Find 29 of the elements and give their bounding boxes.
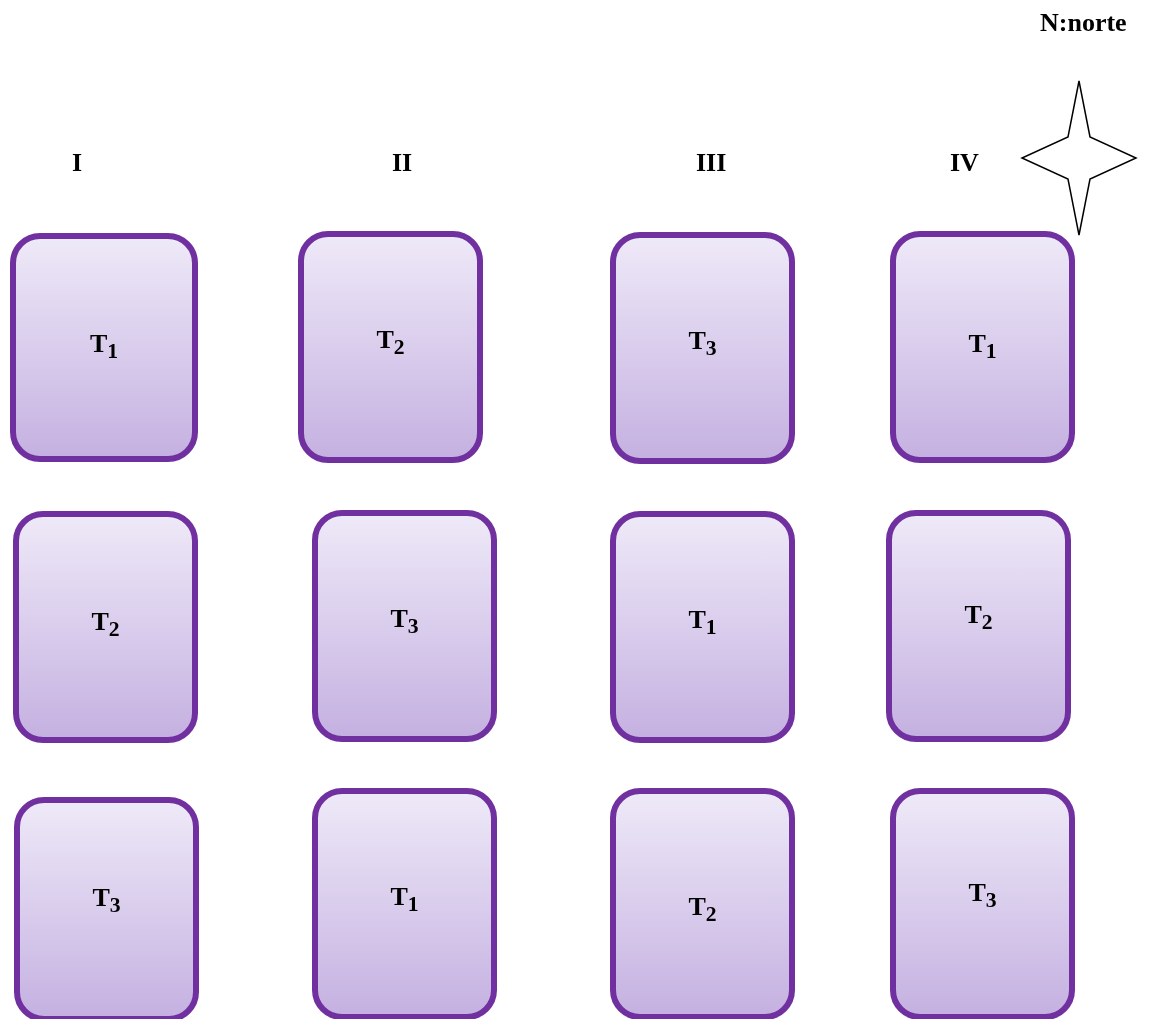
plot-box bbox=[890, 231, 1075, 463]
treatment-label: T$_{3}$ bbox=[687, 326, 718, 362]
plot-box bbox=[890, 788, 1075, 1019]
treatment-label: T$_{1}$ bbox=[967, 329, 998, 365]
treatment-label: T$_{3}$ bbox=[91, 883, 122, 919]
treatment-label: T$_{1}$ bbox=[687, 605, 718, 641]
treatment-label: T$_{2}$ bbox=[375, 325, 406, 361]
plot-box bbox=[610, 788, 795, 1019]
plot-box bbox=[13, 511, 198, 743]
treatment-label: T$_{1}$ bbox=[389, 882, 420, 918]
plot-box bbox=[10, 233, 198, 462]
plot-box bbox=[312, 510, 497, 742]
treatment-label: T$_{2}$ bbox=[687, 892, 718, 928]
treatment-label: T$_{3}$ bbox=[967, 878, 998, 914]
plot-box bbox=[312, 788, 497, 1019]
plot-box bbox=[14, 797, 199, 1019]
treatment-label: T$_{1}$ bbox=[88, 329, 120, 365]
column-label: II bbox=[392, 148, 413, 178]
column-label: IV bbox=[950, 148, 979, 178]
plot-box bbox=[298, 231, 483, 463]
treatment-label: T$_{3}$ bbox=[389, 604, 420, 640]
column-label: III bbox=[696, 148, 727, 178]
treatment-label: T$_{2}$ bbox=[963, 600, 994, 636]
plot-box bbox=[610, 511, 795, 743]
treatment-label: T$_{2}$ bbox=[90, 607, 121, 643]
direction-label: N:norte bbox=[1040, 8, 1127, 38]
plot-box bbox=[610, 232, 795, 464]
column-label: I bbox=[72, 148, 83, 178]
plot-box bbox=[886, 510, 1071, 742]
